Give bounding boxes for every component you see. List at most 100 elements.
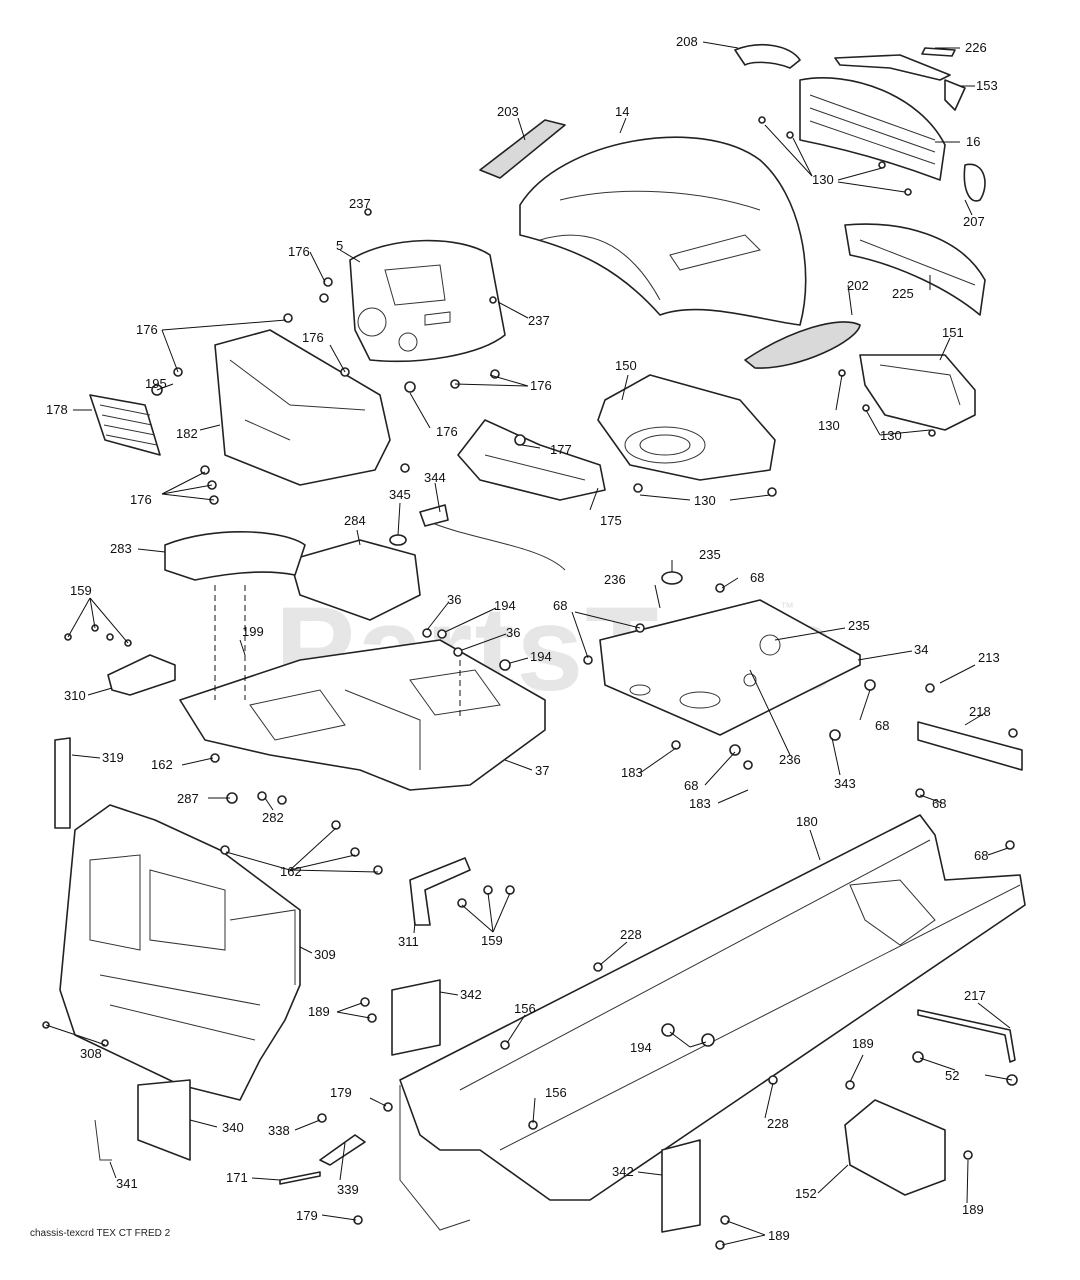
callout-179: 179 xyxy=(330,1085,352,1100)
callout-68: 68 xyxy=(875,718,889,733)
callout-203: 203 xyxy=(497,104,519,119)
callout-345: 345 xyxy=(389,487,411,502)
callout-309: 309 xyxy=(314,947,336,962)
callout-180: 180 xyxy=(796,814,818,829)
callout-16: 16 xyxy=(966,134,980,149)
callout-208: 208 xyxy=(676,34,698,49)
callout-235: 235 xyxy=(699,547,721,562)
callout-177: 177 xyxy=(550,442,572,457)
callout-225: 225 xyxy=(892,286,914,301)
callout-130: 130 xyxy=(880,428,902,443)
callout-194: 194 xyxy=(630,1040,652,1055)
callout-235: 235 xyxy=(848,618,870,633)
callout-228: 228 xyxy=(767,1116,789,1131)
bracket-151 xyxy=(859,354,976,431)
cable-344 xyxy=(419,504,566,571)
callout-153: 153 xyxy=(976,78,998,93)
callout-179: 179 xyxy=(296,1208,318,1223)
bracket-218 xyxy=(917,721,1023,771)
callout-162: 162 xyxy=(151,757,173,772)
bracket-175 xyxy=(457,419,606,501)
callout-176: 176 xyxy=(136,322,158,337)
emblem-207 xyxy=(963,163,986,202)
hood xyxy=(519,136,807,326)
callout-194: 194 xyxy=(530,649,552,664)
bushing-235 xyxy=(661,571,683,585)
cover-284 xyxy=(289,539,421,621)
rod-217 xyxy=(917,1009,1016,1063)
callout-156: 156 xyxy=(545,1085,567,1100)
dash-panel-5 xyxy=(349,239,506,363)
grille-16 xyxy=(799,77,966,181)
cover-283 xyxy=(164,531,306,581)
callout-183: 183 xyxy=(621,765,643,780)
callout-52: 52 xyxy=(945,1068,959,1083)
callout-159: 159 xyxy=(70,583,92,598)
callout-150: 150 xyxy=(615,358,637,373)
callout-176: 176 xyxy=(288,244,310,259)
watermark-trademark: ™ xyxy=(780,599,794,615)
callout-213: 213 xyxy=(978,650,1000,665)
callout-194: 194 xyxy=(494,598,516,613)
trim-226 xyxy=(834,47,956,81)
plate-340 xyxy=(137,1079,191,1161)
footrest-37 xyxy=(179,639,546,791)
callout-342: 342 xyxy=(612,1164,634,1179)
callout-319: 319 xyxy=(102,750,124,765)
callout-156: 156 xyxy=(514,1001,536,1016)
callout-178: 178 xyxy=(46,402,68,417)
plug-345 xyxy=(389,534,407,546)
grille-178 xyxy=(89,394,161,456)
callout-343: 343 xyxy=(834,776,856,791)
callout-36: 36 xyxy=(447,592,461,607)
callout-338: 338 xyxy=(268,1123,290,1138)
callout-342: 342 xyxy=(460,987,482,1002)
callout-labels: 208 226 153 203 14 16 130 207 237 5 176 … xyxy=(46,34,1000,1243)
lever-339 xyxy=(319,1134,366,1166)
callout-189: 189 xyxy=(962,1202,984,1217)
pin-171 xyxy=(279,1171,321,1185)
callout-36: 36 xyxy=(506,625,520,640)
bracket-311 xyxy=(409,857,471,926)
callout-68: 68 xyxy=(974,848,988,863)
callout-68: 68 xyxy=(750,570,764,585)
lens-202 xyxy=(744,321,861,369)
front-grille-309 xyxy=(59,804,301,1101)
callout-189: 189 xyxy=(768,1228,790,1243)
callout-282: 282 xyxy=(262,810,284,825)
callout-287: 287 xyxy=(177,791,199,806)
callout-5: 5 xyxy=(336,238,343,253)
callout-37: 37 xyxy=(535,763,549,778)
callout-237: 237 xyxy=(528,313,550,328)
leader-lines xyxy=(45,41,1013,1246)
callout-189: 189 xyxy=(308,1004,330,1019)
callout-159: 159 xyxy=(481,933,503,948)
callout-283: 283 xyxy=(110,541,132,556)
callout-341: 341 xyxy=(116,1176,138,1191)
diagram-footer-code: chassis-texcrd TEX CT FRED 2 xyxy=(30,1228,171,1239)
callout-339: 339 xyxy=(337,1182,359,1197)
callout-176: 176 xyxy=(130,492,152,507)
callout-311: 311 xyxy=(398,934,419,949)
callout-152: 152 xyxy=(795,1186,817,1201)
frame-180 xyxy=(399,814,1026,1231)
callout-171: 171 xyxy=(226,1170,248,1185)
callout-237: 237 xyxy=(349,196,371,211)
wire-341 xyxy=(94,1119,112,1161)
hood-trim-203 xyxy=(479,119,566,179)
front-panel-182 xyxy=(214,329,391,486)
callout-176: 176 xyxy=(302,330,324,345)
callout-284: 284 xyxy=(344,513,366,528)
callout-189: 189 xyxy=(852,1036,874,1051)
callout-228: 228 xyxy=(620,927,642,942)
callout-34: 34 xyxy=(914,642,928,657)
callout-195: 195 xyxy=(145,376,167,391)
callout-176: 176 xyxy=(436,424,458,439)
callout-183: 183 xyxy=(689,796,711,811)
callout-182: 182 xyxy=(176,426,198,441)
callout-130: 130 xyxy=(818,418,840,433)
callout-340: 340 xyxy=(222,1120,244,1135)
callout-217: 217 xyxy=(964,988,986,1003)
strip-319 xyxy=(54,737,71,829)
